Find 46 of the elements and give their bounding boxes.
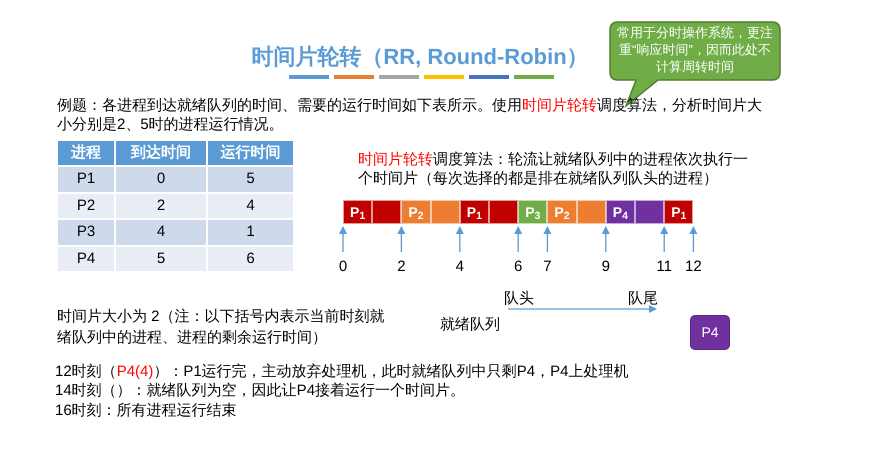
table-cell: 5 bbox=[115, 246, 207, 272]
table-cell: 2 bbox=[115, 192, 207, 220]
time-slice-block: P$_{2}$ bbox=[547, 200, 577, 224]
note-text: 时间片大小为 2（注：以下括号内表示当前时刻就绪队列中的进程、进程的剩余运行时间） bbox=[57, 307, 386, 348]
time-tick-label: 12 bbox=[684, 257, 703, 277]
ready-queue-label: 就绪队列 bbox=[440, 315, 500, 335]
time-slice-block bbox=[372, 200, 402, 224]
time-tick-label: 6 bbox=[513, 257, 524, 277]
table-cell: 4 bbox=[207, 192, 294, 220]
time-tick-label: 7 bbox=[542, 257, 553, 277]
time-slice-block: P$_{2}$ bbox=[401, 200, 431, 224]
table-cell: 6 bbox=[207, 246, 294, 272]
time-slice-block bbox=[576, 200, 606, 224]
step-text: 14时刻（）：就绪队列为空，因此让P4接着运行一个时间片。 bbox=[55, 381, 466, 400]
time-slice-block: P$_{1}$ bbox=[460, 200, 489, 224]
time-slice-block: P$_{1}$ bbox=[664, 200, 694, 224]
step-text: 12时刻（P4(4)）：P1运行完，主动放弃处理机，此时就绪队列中只剩P4，P4上处理机 bbox=[55, 362, 628, 381]
time-tick-label: 4 bbox=[454, 257, 465, 277]
time-tick-label: 11 bbox=[655, 257, 673, 277]
paragraph: 时间片轮转调度算法：轮流让就绪队列中的进程依次执行一个时间片（每次选择的都是排在就绪队列队头的进程） bbox=[358, 150, 749, 188]
table-cell: 0 bbox=[115, 166, 207, 193]
paragraph: 例题：各进程到达就绪队列的时间、需要的运行时间如下表所示。使用时间片轮转调度算法，分析时间片大小分别是2、5时的进程运行情况。 bbox=[57, 96, 763, 134]
table-cell: 4 bbox=[115, 219, 207, 246]
time-slice-block bbox=[635, 200, 664, 224]
table-header-cell: 进程 bbox=[57, 140, 115, 166]
table-header-cell: 到达时间 bbox=[115, 140, 207, 166]
table-header-cell: 运行时间 bbox=[207, 140, 294, 166]
time-slice-block: P$_{3}$ bbox=[518, 200, 548, 224]
process-block: P4 bbox=[690, 315, 730, 350]
time-tick-label: 0 bbox=[338, 257, 348, 277]
time-tick-label: 2 bbox=[396, 257, 407, 277]
time-slice-block bbox=[489, 200, 518, 224]
time-slice-block: P$_{1}$ bbox=[343, 200, 372, 224]
table-cell: 5 bbox=[207, 166, 294, 193]
queue-head-label: 队头 bbox=[504, 289, 534, 309]
step-text: 16时刻：所有进程运行结束 bbox=[55, 401, 237, 420]
table-cell: 1 bbox=[207, 219, 294, 246]
table-cell: P4 bbox=[57, 246, 115, 272]
table-cell: P1 bbox=[57, 166, 115, 193]
table-cell: P3 bbox=[57, 219, 115, 246]
table-cell: P2 bbox=[57, 192, 115, 220]
time-slice-block bbox=[430, 200, 460, 224]
time-slice-block: P$_{4}$ bbox=[606, 200, 635, 224]
queue-tail-label: 队尾 bbox=[628, 289, 658, 309]
title: 时间片轮转（RR, Round-Robin） bbox=[250, 43, 590, 71]
time-tick-label: 9 bbox=[600, 257, 611, 277]
